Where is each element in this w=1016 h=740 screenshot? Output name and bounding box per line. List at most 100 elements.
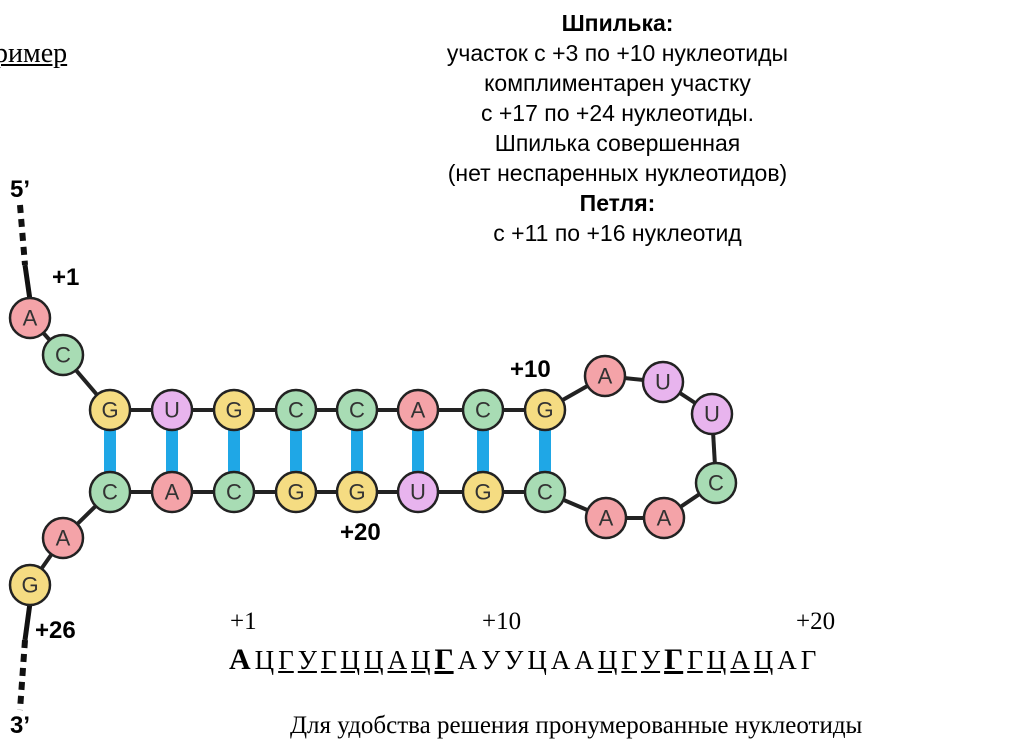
svg-text:C: C (288, 398, 304, 423)
svg-text:C: C (226, 480, 242, 505)
nucleotide-10: G (523, 388, 567, 432)
svg-text:U: U (410, 480, 426, 505)
nucleotide-19: U (396, 470, 440, 514)
sequence-letter: У (504, 645, 524, 675)
sequence-letter: У (297, 645, 317, 675)
svg-text:A: A (657, 506, 672, 531)
nucleotide-12: U (641, 360, 685, 404)
svg-text:C: C (102, 480, 118, 505)
sequence-letter: А (550, 645, 571, 675)
nucleotide-1: A (8, 296, 52, 340)
nucleotide-2: C (41, 333, 85, 377)
nucleotide-17: C (523, 470, 567, 514)
nucleotide-13: U (690, 392, 734, 436)
nucleotide-4: U (150, 388, 194, 432)
sequence-letter: Ц (411, 645, 431, 675)
svg-text:G: G (101, 398, 118, 423)
loop-title: Петля: (579, 190, 656, 216)
svg-text:A: A (411, 398, 426, 423)
three-prime-label: 3’ (10, 712, 30, 737)
three-prime-tail (17, 639, 28, 711)
svg-text:G: G (348, 480, 365, 505)
five-prime-backbone (22, 264, 33, 301)
three-prime-backbone (22, 602, 33, 641)
nucleotide-25: A (41, 516, 85, 560)
sequence-letter: У (640, 645, 661, 675)
sequence-letter: Г (621, 645, 637, 675)
base-pair-bond (412, 428, 424, 474)
svg-text:C: C (55, 343, 71, 368)
base-pair-bond (166, 428, 178, 474)
sequence-letter: Г (434, 643, 454, 676)
sequence-letter: Г (278, 645, 294, 675)
nucleotide-20: G (335, 470, 379, 514)
svg-text:C: C (537, 480, 553, 505)
sequence-letter: А (387, 645, 408, 675)
svg-text:A: A (56, 526, 71, 551)
hairpin-line: участок с +3 по +10 нуклеотиды (446, 40, 789, 66)
five-prime-tail (17, 204, 28, 266)
sequence-letter: А (457, 645, 478, 675)
backbone-links (17, 204, 718, 711)
hairpin-line: (нет неспаренных нуклеотидов) (447, 160, 788, 186)
nucleotide-3: G (88, 388, 132, 432)
sequence-letter: А (574, 645, 594, 675)
sequence-letter: Г (687, 645, 703, 675)
hairpin-line: комплиментарен участку (484, 70, 751, 96)
svg-text:A: A (599, 506, 614, 531)
hairpin-description: Шпилька: участок с +3 по +10 нуклеотиды … (340, 8, 895, 248)
nucleotide-9: C (461, 388, 505, 432)
position-label-20: +20 (340, 519, 381, 546)
sequence-position-10: +10 (482, 608, 522, 635)
nucleotide-8: A (396, 388, 440, 432)
sequence-letter: Ц (527, 645, 547, 675)
svg-text:G: G (225, 398, 242, 423)
example-heading: ример (0, 38, 68, 69)
hairpin-line: с +17 по +24 нуклеотиды. (480, 100, 755, 126)
svg-text:G: G (536, 398, 553, 423)
nucleotide-24: C (88, 470, 132, 514)
nucleotide-15: A (642, 496, 686, 540)
nucleotide-7: C (335, 388, 379, 432)
nucleotide-26: G (8, 563, 52, 607)
base-pair-bond (228, 428, 240, 474)
svg-text:A: A (165, 480, 180, 505)
nucleotide-23: A (150, 470, 194, 514)
base-pair-bond (290, 428, 302, 474)
base-pair-bond (351, 428, 363, 474)
svg-text:G: G (21, 573, 38, 598)
base-pair-bonds (104, 428, 551, 474)
svg-text:U: U (655, 370, 671, 395)
svg-text:G: G (287, 480, 304, 505)
sequence-letter: Ц (254, 645, 275, 675)
sequence-letter: А (229, 643, 251, 676)
svg-text:C: C (349, 398, 365, 423)
svg-text:G: G (474, 480, 491, 505)
position-label-1: +1 (52, 264, 79, 291)
five-prime-label: 5’ (10, 176, 30, 203)
sequence-letter: Г (664, 643, 684, 676)
nucleotide-21: G (274, 470, 318, 514)
sequence-letter: Ц (597, 645, 618, 675)
sequence-letter: Г (800, 645, 817, 675)
sequence-letter: Ц (706, 645, 727, 675)
loop-line: с +11 по +16 нуклеотид (493, 220, 742, 246)
sequence-letter: А (777, 645, 797, 675)
svg-text:A: A (598, 364, 613, 389)
base-pair-bond (477, 428, 489, 474)
sequence-letter: А (730, 645, 750, 675)
hairpin-title: Шпилька: (561, 10, 674, 36)
nucleotide-18: G (461, 470, 505, 514)
svg-text:A: A (23, 306, 38, 331)
position-label-26: +26 (35, 617, 76, 644)
sequence-letter: У (481, 645, 501, 675)
base-pair-bond (539, 428, 551, 474)
base-pair-bond (104, 428, 116, 474)
svg-text:U: U (164, 398, 180, 423)
sequence-position-20: +20 (796, 608, 836, 635)
diagram-labels: 5’ +1 +10 +20 +26 3’ (10, 176, 551, 737)
svg-text:C: C (475, 398, 491, 423)
sequence-letter: Г (320, 645, 337, 675)
sequence-letter: Ц (753, 645, 774, 675)
